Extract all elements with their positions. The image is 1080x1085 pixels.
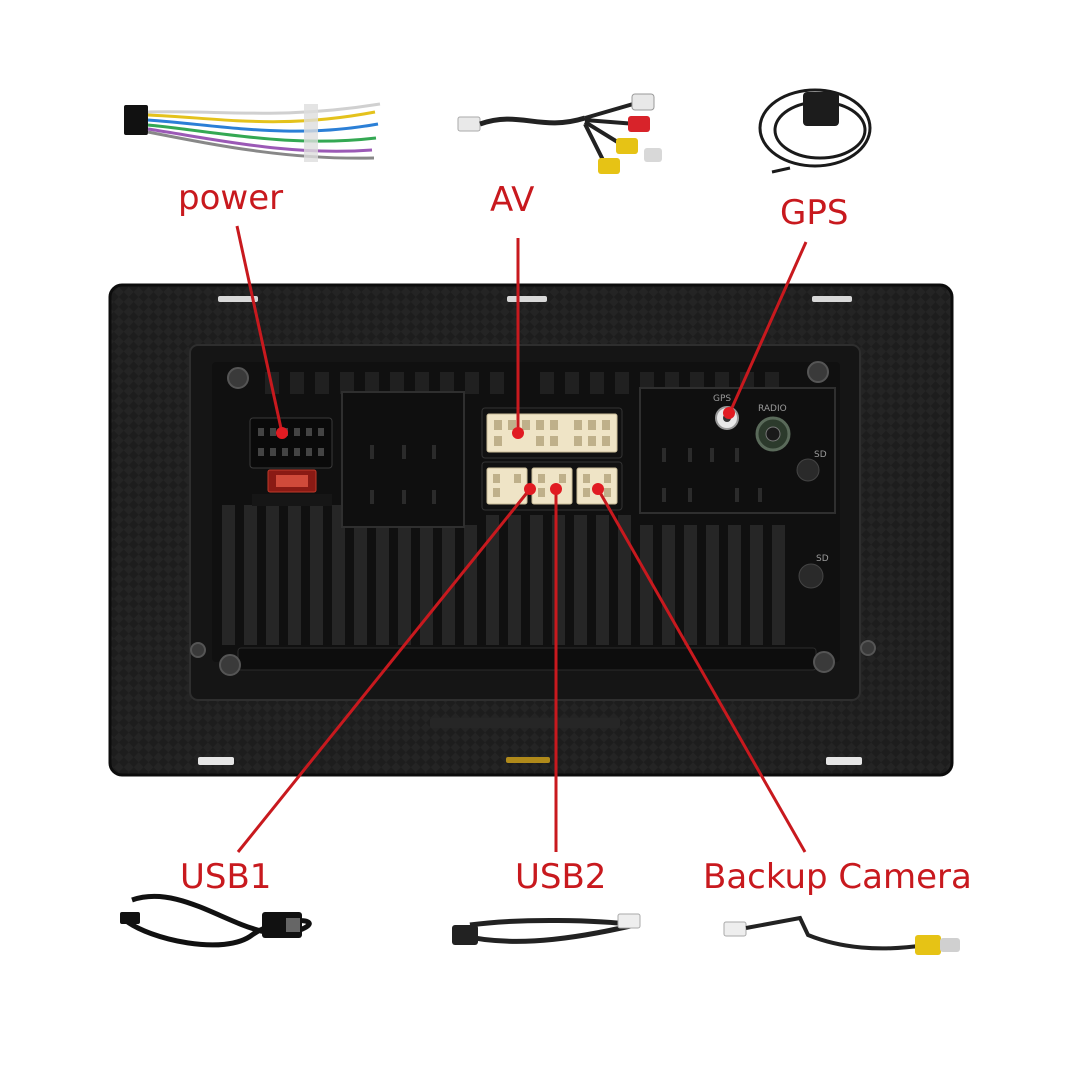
callout-dots: [276, 407, 735, 495]
av-label: AV: [490, 180, 535, 220]
sd-slot-marking: SD: [816, 554, 829, 564]
usb2-label: USB2: [515, 857, 607, 897]
usb1-label: USB1: [180, 857, 272, 897]
radio-jack: [755, 416, 791, 452]
backup-camera-callout-line: [596, 488, 807, 853]
radio-port-marking: RADIO: [758, 404, 787, 414]
backup-camera-cable-icon: [723, 915, 960, 955]
gps-callout-line: [729, 241, 808, 411]
usb-cable-icon: [120, 893, 312, 948]
power-callout-line: [235, 225, 284, 434]
power-label: power: [178, 178, 284, 218]
head-unit-back: GPS RADIO SD SD: [108, 283, 954, 777]
gps-label: GPS: [780, 193, 849, 233]
power-harness-icon: [124, 102, 381, 162]
av-connector: [481, 407, 623, 459]
usb-cable-icon: [452, 913, 641, 945]
av-rca-cable-icon: [457, 93, 662, 174]
callout-lines: [235, 225, 808, 853]
usb1-callout-line: [236, 488, 532, 853]
sd-slot-marking: SD: [814, 450, 827, 460]
gps-port-marking: GPS: [713, 394, 731, 404]
gps-antenna-icon: [758, 88, 872, 174]
backup-camera-label: Backup Camera: [703, 857, 972, 897]
power-socket: [249, 417, 333, 506]
